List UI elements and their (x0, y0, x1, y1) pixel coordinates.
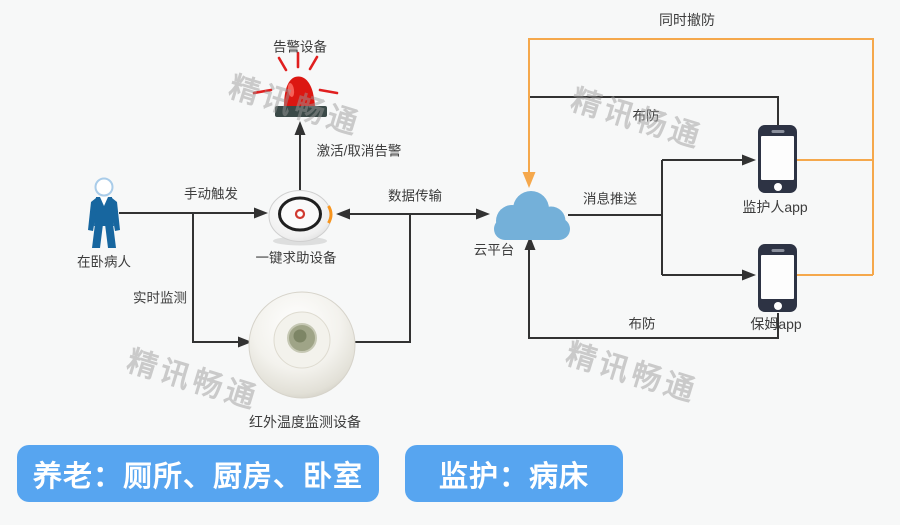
guardian-app-phone (758, 125, 797, 193)
edge-arm-nanny-label: 布防 (628, 316, 656, 332)
edge-data-transmission-label: 数据传输 (388, 188, 442, 204)
edge-activate-cancel-label: 激活/取消告警 (316, 143, 402, 159)
phone-speaker-icon (771, 130, 784, 133)
scenario-tag-elderly-care[interactable]: 养老：厕所、厨房、卧室 (17, 445, 379, 502)
alarm-siren-icon (252, 51, 339, 117)
disarm-path-lines (528, 38, 874, 276)
patient-label: 在卧病人 (77, 254, 131, 270)
phone-screen (761, 255, 794, 299)
edge-manual-trigger-label: 手动触发 (184, 186, 238, 202)
edge-message-push-label: 消息推送 (583, 191, 637, 207)
cloud-icon (494, 191, 570, 240)
help-button-device-icon (268, 190, 333, 246)
ir-sensor-label: 红外温度监测设备 (249, 414, 361, 430)
ir-sensor-icon (248, 291, 356, 399)
nanny-app-phone (758, 244, 797, 312)
phone-home-button-icon (773, 182, 782, 191)
edge-disarm-together-label: 同时撤防 (659, 12, 715, 28)
disarm-arrowhead (522, 172, 536, 188)
alarm-device-label: 告警设备 (273, 39, 327, 55)
phone-home-button-icon (773, 301, 782, 310)
help-button-label: 一键求助设备 (255, 250, 337, 266)
edge-arm-guardian-label: 布防 (632, 108, 660, 124)
phone-screen (761, 136, 794, 180)
scenario-tag-monitoring[interactable]: 监护：病床 (405, 445, 623, 502)
connector-lines (119, 96, 779, 343)
patient-icon (88, 177, 120, 248)
edge-realtime-monitoring-label: 实时监测 (133, 290, 187, 306)
phone-speaker-icon (771, 249, 784, 252)
nanny-app-label: 保姆app (750, 316, 802, 332)
cloud-label: 云平台 (473, 242, 515, 258)
connector-arrowheads (238, 121, 756, 348)
guardian-app-label: 监护人app (742, 199, 808, 215)
